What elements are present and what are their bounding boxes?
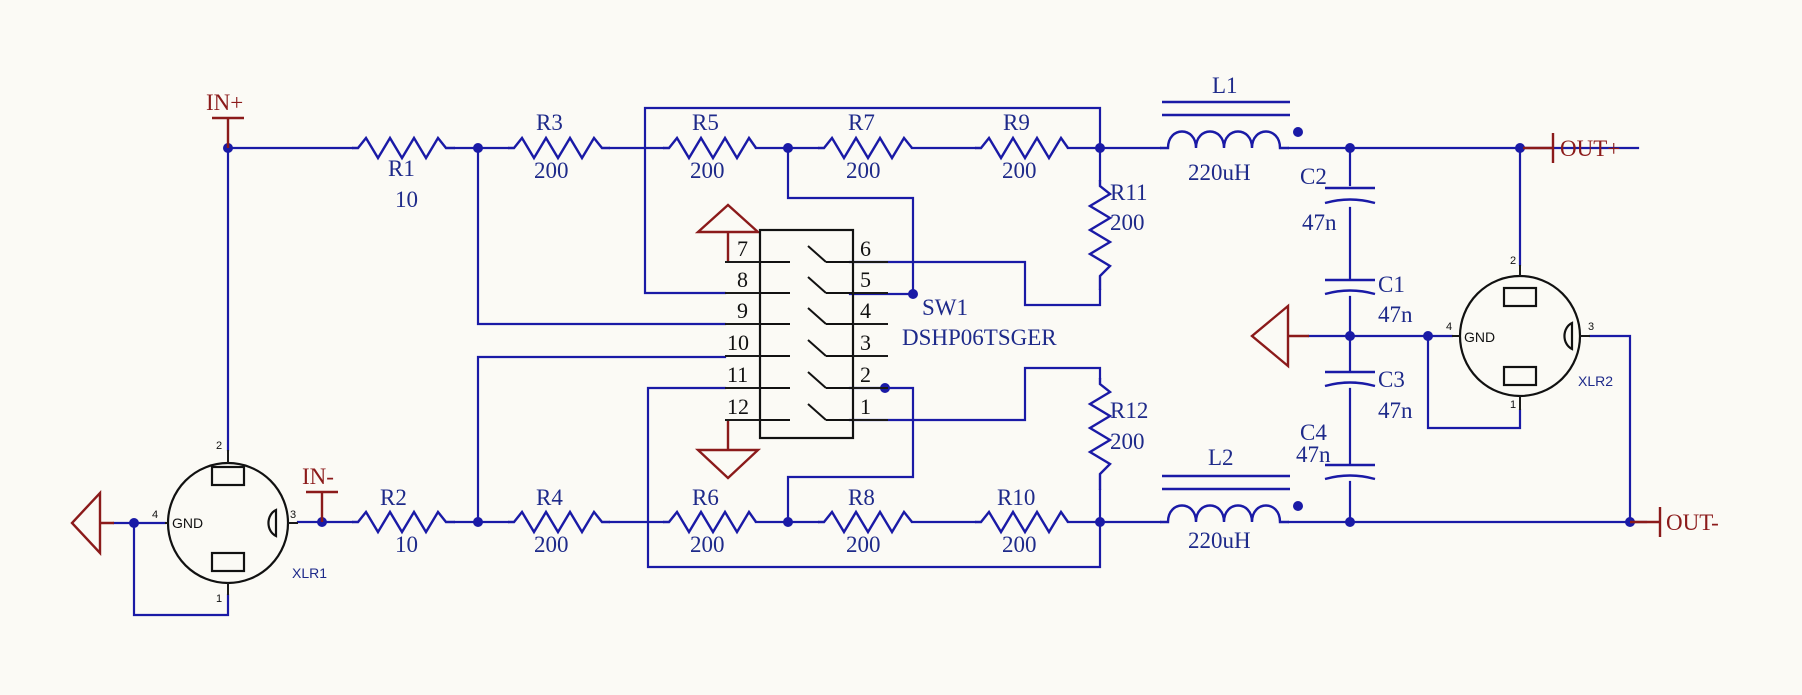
svg-text:R5: R5 xyxy=(692,110,719,135)
resistor-r5: R5 200 xyxy=(663,110,757,183)
inductor-l1: L1 220uH xyxy=(1160,73,1303,185)
svg-text:220uH: 220uH xyxy=(1188,160,1251,185)
svg-text:4: 4 xyxy=(1446,321,1452,333)
svg-text:200: 200 xyxy=(1110,210,1145,235)
svg-text:C3: C3 xyxy=(1378,367,1405,392)
resistor-r10: R10 200 xyxy=(975,485,1069,557)
svg-text:R2: R2 xyxy=(380,485,407,510)
resistor-r2: R2 10 xyxy=(352,485,455,557)
capacitor-c4: C4 47n xyxy=(1296,420,1376,481)
svg-text:1: 1 xyxy=(1510,399,1516,411)
svg-text:9: 9 xyxy=(737,298,748,323)
net-out-plus: OUT+ xyxy=(1523,133,1620,163)
ground-symbol-cap xyxy=(1250,303,1309,369)
resistor-r4: R4 200 xyxy=(508,485,610,557)
svg-text:DSHP06TSGER: DSHP06TSGER xyxy=(902,325,1057,350)
svg-text:3: 3 xyxy=(290,509,296,521)
resistor-r7: R7 200 xyxy=(818,110,913,183)
svg-text:200: 200 xyxy=(690,532,725,557)
net-in-minus: IN- xyxy=(302,464,338,522)
svg-text:GND: GND xyxy=(1464,329,1495,345)
resistor-r8: R8 200 xyxy=(818,485,913,557)
ground-symbol-sw-bottom xyxy=(694,420,762,480)
svg-text:47n: 47n xyxy=(1302,210,1337,235)
svg-text:2: 2 xyxy=(860,362,871,387)
resistor-r6: R6 200 xyxy=(663,485,757,557)
svg-text:SW1: SW1 xyxy=(922,295,968,320)
svg-text:12: 12 xyxy=(727,394,749,419)
net-in-plus: IN+ xyxy=(206,90,244,148)
svg-text:200: 200 xyxy=(534,532,569,557)
inductor-l2: L2 220uH xyxy=(1160,445,1303,553)
svg-text:220uH: 220uH xyxy=(1188,528,1251,553)
svg-text:200: 200 xyxy=(690,158,725,183)
capacitor-c1: C1 47n xyxy=(1324,272,1413,327)
svg-text:1: 1 xyxy=(216,593,222,605)
wires xyxy=(112,106,1648,617)
svg-text:GND: GND xyxy=(172,515,203,531)
svg-text:2: 2 xyxy=(1510,255,1516,267)
xlr2-connector: GND 2 1 3 4 XLR2 xyxy=(1446,255,1613,411)
svg-text:47n: 47n xyxy=(1296,442,1331,467)
capacitor-c3: C3 47n xyxy=(1324,367,1413,423)
svg-text:47n: 47n xyxy=(1378,398,1413,423)
resistor-r3: R3 200 xyxy=(508,110,610,183)
svg-text:7: 7 xyxy=(737,236,748,261)
ground-symbol-xlr1 xyxy=(70,489,114,557)
svg-text:R9: R9 xyxy=(1003,110,1030,135)
svg-text:R8: R8 xyxy=(848,485,875,510)
svg-text:R6: R6 xyxy=(692,485,719,510)
junction-dots xyxy=(129,143,1635,528)
svg-text:8: 8 xyxy=(737,267,748,292)
svg-text:C4: C4 xyxy=(1300,420,1327,445)
svg-text:OUT-: OUT- xyxy=(1666,510,1719,535)
svg-text:C1: C1 xyxy=(1378,272,1405,297)
net-out-minus: OUT- xyxy=(1630,507,1719,537)
svg-text:R11: R11 xyxy=(1110,180,1148,205)
svg-text:200: 200 xyxy=(534,158,569,183)
svg-text:3: 3 xyxy=(1588,321,1594,333)
xlr1-connector: GND 2 1 3 4 XLR1 xyxy=(152,440,327,605)
svg-text:R1: R1 xyxy=(388,156,415,181)
svg-text:R10: R10 xyxy=(997,485,1035,510)
svg-text:C2: C2 xyxy=(1300,164,1327,189)
svg-text:IN+: IN+ xyxy=(206,90,243,115)
svg-text:XLR1: XLR1 xyxy=(292,565,327,581)
capacitor-c2: C2 47n xyxy=(1300,164,1376,235)
svg-text:200: 200 xyxy=(846,532,881,557)
svg-text:R7: R7 xyxy=(848,110,875,135)
svg-text:47n: 47n xyxy=(1378,302,1413,327)
svg-text:10: 10 xyxy=(727,330,749,355)
svg-text:IN-: IN- xyxy=(302,464,334,489)
svg-text:R12: R12 xyxy=(1110,398,1148,423)
svg-text:200: 200 xyxy=(1002,158,1037,183)
resistor-r11: R11 200 xyxy=(1087,180,1148,290)
svg-text:XLR2: XLR2 xyxy=(1578,373,1613,389)
resistor-r9: R9 200 xyxy=(975,110,1069,183)
svg-text:1: 1 xyxy=(860,394,871,419)
svg-text:2: 2 xyxy=(216,440,222,452)
svg-text:6: 6 xyxy=(860,236,871,261)
svg-text:3: 3 xyxy=(860,330,871,355)
svg-text:200: 200 xyxy=(1002,532,1037,557)
resistor-r12: R12 200 xyxy=(1087,378,1148,490)
svg-text:L2: L2 xyxy=(1208,445,1234,470)
svg-text:200: 200 xyxy=(1110,429,1145,454)
svg-text:10: 10 xyxy=(395,532,418,557)
switch-sw1: 7 8 9 10 11 12 6 5 4 3 2 1 SW1 DSHP06TSG… xyxy=(725,228,1057,440)
svg-text:5: 5 xyxy=(860,267,871,292)
svg-text:10: 10 xyxy=(395,187,418,212)
svg-text:4: 4 xyxy=(860,298,871,323)
svg-text:OUT+: OUT+ xyxy=(1560,136,1620,161)
svg-text:4: 4 xyxy=(152,509,158,521)
svg-text:L1: L1 xyxy=(1212,73,1238,98)
svg-text:200: 200 xyxy=(846,158,881,183)
svg-text:R3: R3 xyxy=(536,110,563,135)
svg-text:R4: R4 xyxy=(536,485,563,510)
resistor-r1: R1 10 xyxy=(352,135,455,212)
svg-text:11: 11 xyxy=(727,362,748,387)
ground-symbol-sw-top xyxy=(694,203,762,262)
